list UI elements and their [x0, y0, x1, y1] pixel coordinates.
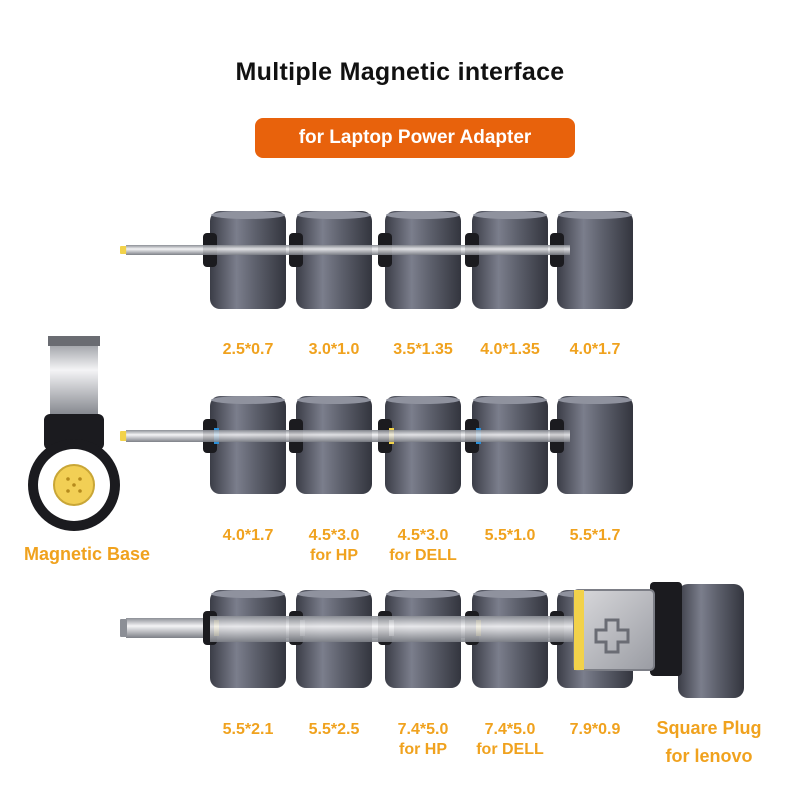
plug-tip [120, 431, 127, 441]
connector-top-rim [558, 211, 632, 219]
magnetic-base-collar [44, 414, 104, 450]
square-plug-label: Square Plug [656, 718, 762, 738]
connector-top-rim [473, 590, 547, 598]
row2-pin-overlay [126, 430, 570, 442]
row1-size-label: 2.5*0.7 [222, 341, 274, 358]
row2-note-label: for DELL [389, 547, 457, 564]
connector-top-rim [297, 590, 371, 598]
square-plug-edge [574, 590, 584, 670]
square-plug-note: for lenovo [665, 746, 753, 766]
row3-size-label: 5.5*2.5 [308, 721, 360, 738]
page-title: Multiple Magnetic interface [235, 58, 565, 86]
row3-pin-overlay [210, 616, 580, 642]
row1-size-label: 4.0*1.7 [569, 341, 621, 358]
row1-connector-4 [465, 211, 548, 309]
connector-body [296, 396, 372, 494]
row2-connector-4 [465, 396, 548, 494]
magnetic-base-pin-hole [78, 489, 82, 493]
row3-note-label: for DELL [476, 741, 544, 758]
connector-body [210, 211, 286, 309]
connector-top-rim [297, 396, 371, 404]
connector-top-rim [386, 590, 460, 598]
row1-connector-5 [550, 211, 633, 309]
square-plug [573, 582, 744, 698]
connector-top-rim [473, 211, 547, 219]
magnetic-base-label: Magnetic Base [23, 544, 151, 564]
connector-body [557, 211, 633, 309]
connector-top-rim [211, 590, 285, 598]
connector-top-rim [297, 211, 371, 219]
connector-body [385, 396, 461, 494]
row1-size-label: 3.0*1.0 [308, 341, 360, 358]
row3-size-label: 7.4*5.0 [397, 721, 449, 738]
row3-size-label: 7.9*0.9 [569, 721, 621, 738]
subtitle-badge: for Laptop Power Adapter [255, 118, 575, 158]
connector-body [472, 396, 548, 494]
square-plug-neck [650, 582, 682, 676]
magnetic-base [28, 336, 120, 531]
connector-top-rim [386, 211, 460, 219]
row2-connector-3 [378, 396, 461, 494]
magnetic-base-pin-hole [72, 483, 76, 487]
row2-size-label: 4.5*3.0 [308, 527, 360, 544]
row1-connector-2 [289, 211, 372, 309]
connector-body [210, 396, 286, 494]
magnetic-base-pin-hole [78, 477, 82, 481]
magnetic-base-pin [50, 338, 98, 418]
square-plug-pattern [594, 618, 630, 654]
row1-size-label: 3.5*1.35 [393, 341, 453, 358]
connector-top-rim [473, 396, 547, 404]
connector-body [296, 211, 372, 309]
connector-body [557, 396, 633, 494]
square-plug-body [678, 584, 744, 698]
square-plug-tip [573, 589, 655, 671]
magnetic-base-pin-hole [66, 489, 70, 493]
plug-tip [120, 619, 127, 637]
row3-size-label: 5.5*2.1 [222, 721, 274, 738]
magnetic-base-pin-hole [66, 477, 70, 481]
row2-connector-5 [550, 396, 633, 494]
row1-size-label: 4.0*1.35 [480, 341, 540, 358]
magnetic-base-cap [48, 336, 100, 346]
row3-size-label: 7.4*5.0 [484, 721, 536, 738]
row2-size-label: 4.5*3.0 [397, 527, 449, 544]
row2-note-label: for HP [310, 547, 358, 564]
row2-size-label: 5.5*1.7 [569, 527, 621, 544]
connector-top-rim [386, 396, 460, 404]
row2-connector-1 [203, 396, 286, 494]
connector-body [472, 211, 548, 309]
row2-size-label: 4.0*1.7 [222, 527, 274, 544]
connector-body [385, 211, 461, 309]
plug-tip [120, 246, 127, 254]
row2-size-label: 5.5*1.0 [484, 527, 536, 544]
connector-top-rim [211, 211, 285, 219]
row3-note-label: for HP [399, 741, 447, 758]
row1-pin-overlay [126, 245, 570, 255]
connector-top-rim [211, 396, 285, 404]
row1-connector-1 [203, 211, 286, 309]
row2-connector-2 [289, 396, 372, 494]
row1-connector-3 [378, 211, 461, 309]
connector-top-rim [558, 396, 632, 404]
